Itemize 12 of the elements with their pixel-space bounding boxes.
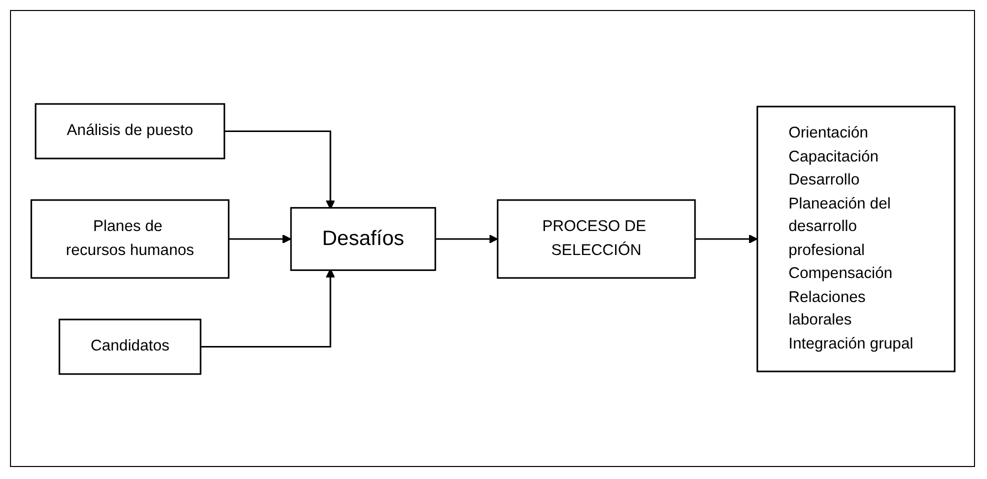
node-box [756, 105, 955, 372]
arrow [434, 234, 498, 244]
arrow [200, 268, 334, 348]
node-box [290, 206, 436, 270]
arrow [694, 234, 758, 244]
node-box [30, 198, 229, 278]
arrow [228, 234, 291, 244]
flowchart-drawing: Análisis de puesto Planes de recursos humanos Candidatos Desafíos PROCESO DE SELECCIÓN Orientación Capacitación Desarrollo Planeación del desarrollo profesional Compensación Relaciones laborales Integración grupal [22, 18, 962, 458]
node-box [496, 198, 696, 278]
arrow [224, 130, 334, 209]
node-box [34, 102, 225, 159]
node-box [58, 318, 201, 374]
